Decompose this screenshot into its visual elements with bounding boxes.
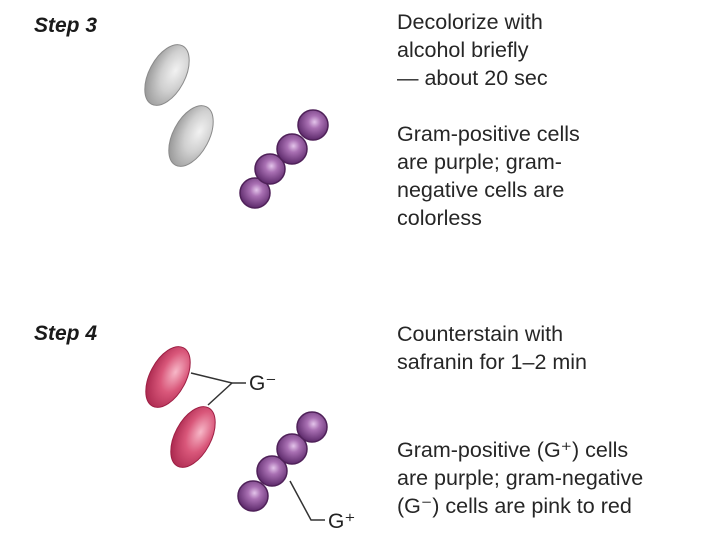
step-3-result: Gram-positive cells are purple; gram- ne… xyxy=(397,122,580,230)
purple-coccus-cell xyxy=(276,433,308,465)
step-4-instruction: Counterstain with safranin for 1–2 min xyxy=(397,322,588,374)
g-positive-label: G⁺ xyxy=(328,510,355,533)
colorless-rod-cell xyxy=(144,44,190,106)
g-negative-leader-lines xyxy=(190,372,246,406)
colorless-rod-cell xyxy=(168,105,214,167)
purple-coccus-cell xyxy=(237,480,269,512)
step-4-title: Step 4 xyxy=(34,322,98,345)
step-3-purple-cocci-chain xyxy=(239,109,329,209)
pink-rod-cell xyxy=(145,346,191,408)
purple-coccus-cell xyxy=(276,133,308,165)
pink-rod-cell xyxy=(170,406,216,468)
step-3-instruction: Decolorize with alcohol briefly — about … xyxy=(397,10,548,90)
step-4-purple-cocci-chain xyxy=(237,411,328,512)
purple-coccus-cell xyxy=(239,177,271,209)
purple-coccus-cell xyxy=(297,109,329,141)
g-negative-label: G⁻ xyxy=(249,372,276,395)
purple-coccus-cell xyxy=(256,455,288,487)
purple-coccus-cell xyxy=(254,153,286,185)
purple-coccus-cell xyxy=(296,411,328,443)
step-4-pink-rods xyxy=(145,346,216,468)
g-positive-leader-line xyxy=(289,480,325,521)
step-3-colorless-rods xyxy=(144,44,214,167)
step-3-title: Step 3 xyxy=(34,14,98,37)
step-4-result: Gram-positive (G⁺) cells are purple; gra… xyxy=(397,438,644,518)
